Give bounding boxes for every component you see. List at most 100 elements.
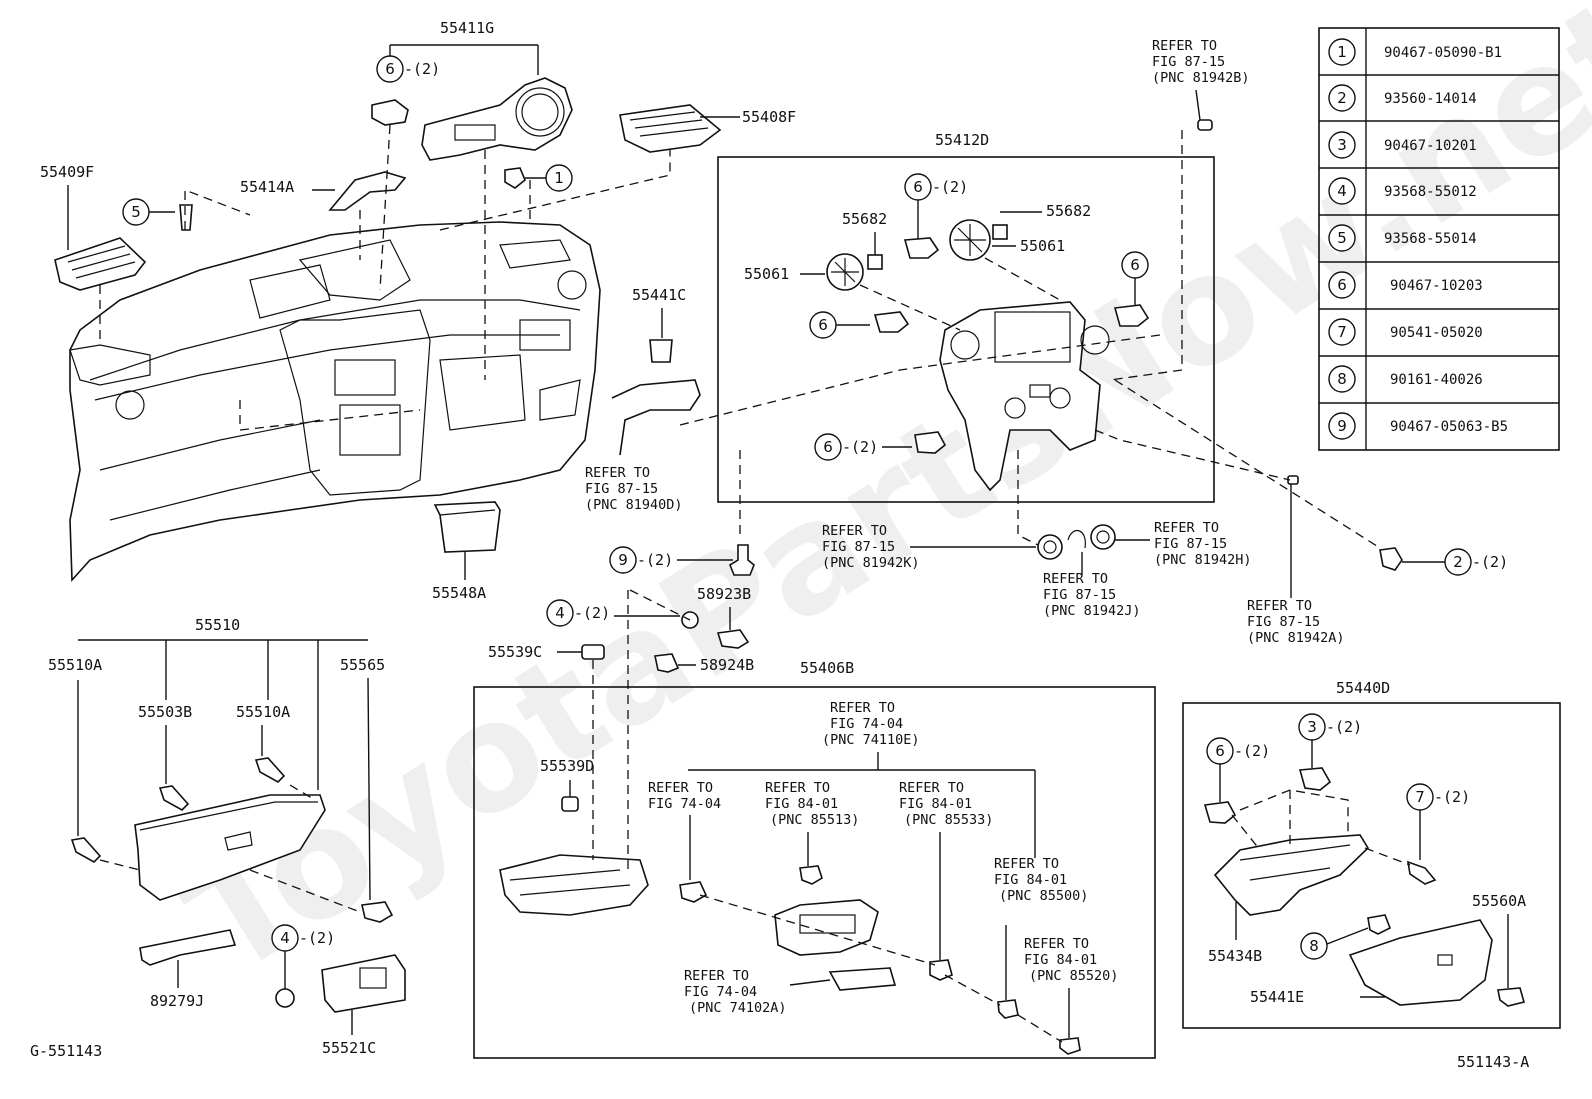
refer-line: FIG 74-04 bbox=[648, 796, 721, 812]
legend-part-number: 90467-05063-B5 bbox=[1390, 419, 1508, 435]
legend-row: 4 93568-55012 bbox=[1328, 177, 1477, 205]
callout-number: 3 bbox=[1307, 718, 1317, 736]
part-label: 55409F bbox=[40, 163, 94, 181]
part-label: 55441E bbox=[1250, 988, 1304, 1006]
part-55440D-group: 55440D 3 -(2) 6 -(2) 7 -(2) 55434B 8 554… bbox=[1182, 679, 1561, 1071]
refer-line: FIG 74-04 bbox=[830, 716, 903, 732]
qty-label: -(2) bbox=[1234, 742, 1270, 760]
refer-line: FIG 87-15 bbox=[1154, 536, 1227, 552]
refer-line: FIG 87-15 bbox=[822, 539, 895, 555]
drawing-id-alt: 551143-A bbox=[1457, 1053, 1529, 1071]
legend-table: 1 90467-05090-B1 2 93560-14014 3 90467-1… bbox=[1318, 27, 1560, 451]
callout-number: 9 bbox=[618, 551, 628, 569]
refer-line: FIG 84-01 bbox=[765, 796, 838, 812]
refer-line: (PNC 81940D) bbox=[585, 497, 683, 513]
callout-number: 6 bbox=[1215, 742, 1225, 760]
refer-81940D: 55441C REFER TO FIG 87-15 (PNC 81940D) bbox=[585, 286, 701, 513]
part-label: 55510A bbox=[48, 656, 102, 674]
part-55414A: 55414A bbox=[240, 171, 407, 211]
callout-number: 6 bbox=[823, 438, 833, 456]
callout-number: 4 bbox=[555, 604, 565, 622]
legend-number: 9 bbox=[1337, 417, 1347, 435]
qty-label: -(2) bbox=[1326, 718, 1362, 736]
legend-number: 1 bbox=[1337, 43, 1347, 61]
part-label: 55406B bbox=[800, 659, 854, 677]
refer-81942-group: REFER TO FIG 87-15 (PNC 81942K) REFER TO… bbox=[822, 520, 1252, 619]
legend-row: 2 93560-14014 bbox=[1328, 84, 1477, 112]
refer-line: (PNC 81942K) bbox=[822, 555, 920, 571]
part-55408F: 55408F bbox=[619, 104, 796, 153]
refer-line: (PNC 74102A) bbox=[689, 1000, 787, 1016]
callout-number: 5 bbox=[131, 203, 141, 221]
callout-number: 4 bbox=[280, 929, 290, 947]
legend-row: 9 90467-05063-B5 bbox=[1328, 412, 1508, 440]
refer-81942B: REFER TO FIG 87-15 (PNC 81942B) bbox=[1152, 38, 1250, 131]
part-label: 55682 bbox=[1046, 202, 1091, 220]
part-55409F: 55409F 5 bbox=[40, 163, 193, 291]
refer-line: REFER TO bbox=[822, 523, 887, 539]
refer-line: (PNC 85533) bbox=[904, 812, 993, 828]
refer-line: REFER TO bbox=[1024, 936, 1089, 952]
refer-line: (PNC 81942J) bbox=[1043, 603, 1141, 619]
refer-line: REFER TO bbox=[994, 856, 1059, 872]
refer-line: REFER TO bbox=[648, 780, 713, 796]
legend-part-number: 90541-05020 bbox=[1390, 325, 1483, 341]
qty-label: -(2) bbox=[1434, 788, 1470, 806]
part-label: 55434B bbox=[1208, 947, 1262, 965]
part-label: 55539D bbox=[540, 757, 594, 775]
refer-line: (PNC 85500) bbox=[999, 888, 1088, 904]
part-label: 55548A bbox=[432, 584, 486, 602]
callout-number: 6 bbox=[818, 316, 828, 334]
legend-number: 4 bbox=[1337, 182, 1347, 200]
part-fasteners-center: 9 -(2) 4 -(2) 58923B 58924B 55539C bbox=[488, 544, 755, 674]
part-label: 89279J bbox=[150, 992, 204, 1010]
legend-part-number: 90467-05090-B1 bbox=[1384, 45, 1502, 61]
qty-label: -(2) bbox=[1472, 553, 1508, 571]
refer-line: (PNC 74110E) bbox=[822, 732, 920, 748]
legend-part-number: 90467-10201 bbox=[1384, 138, 1477, 154]
refer-line: REFER TO bbox=[585, 465, 650, 481]
qty-label: -(2) bbox=[842, 438, 878, 456]
refer-line: REFER TO bbox=[830, 700, 895, 716]
refer-line: FIG 87-15 bbox=[1247, 614, 1320, 630]
part-label: 58924B bbox=[700, 656, 754, 674]
part-label: 55560A bbox=[1472, 892, 1526, 910]
qty-label: -(2) bbox=[574, 604, 610, 622]
refer-line: FIG 87-15 bbox=[1152, 54, 1225, 70]
callout-number: 6 bbox=[385, 60, 395, 78]
part-label: 55510A bbox=[236, 703, 290, 721]
refer-line: (PNC 81942B) bbox=[1152, 70, 1250, 86]
refer-line: FIG 84-01 bbox=[1024, 952, 1097, 968]
part-label: 55408F bbox=[742, 108, 796, 126]
legend-number: 3 bbox=[1337, 136, 1347, 154]
part-55548A: 55548A bbox=[432, 501, 501, 602]
part-55411G: 55411G 6 -(2) 1 bbox=[371, 19, 573, 192]
part-label: 58923B bbox=[697, 585, 751, 603]
callout-number: 6 bbox=[1130, 256, 1140, 274]
part-55406B-group: 55406B REFER TO FIG 74-04 (PNC 74110E) 5… bbox=[473, 659, 1156, 1059]
part-label: 55503B bbox=[138, 703, 192, 721]
refer-line: (PNC 81942A) bbox=[1247, 630, 1345, 646]
legend-part-number: 93560-14014 bbox=[1384, 91, 1477, 107]
refer-line: FIG 84-01 bbox=[899, 796, 972, 812]
refer-line: REFER TO bbox=[1152, 38, 1217, 54]
part-55510-group: 55510 55510A 55503B 55510A 55565 89279J … bbox=[30, 616, 406, 1060]
part-label: 55412D bbox=[935, 131, 989, 149]
legend-number: 8 bbox=[1337, 370, 1347, 388]
refer-line: REFER TO bbox=[1247, 598, 1312, 614]
part-label: 55521C bbox=[322, 1039, 376, 1057]
callout-number: 7 bbox=[1415, 788, 1425, 806]
part-label: 55411G bbox=[440, 19, 494, 37]
refer-line: REFER TO bbox=[1043, 571, 1108, 587]
watermark-text: ToyotaPartsNow.net bbox=[157, 0, 1592, 1011]
refer-line: FIG 74-04 bbox=[684, 984, 757, 1000]
refer-line: REFER TO bbox=[1154, 520, 1219, 536]
legend-number: 5 bbox=[1337, 229, 1347, 247]
part-label: 55682 bbox=[842, 210, 887, 228]
legend-row: 8 90161-40026 bbox=[1328, 365, 1483, 393]
legend-row: 5 93568-55014 bbox=[1328, 224, 1477, 252]
legend-row: 3 90467-10201 bbox=[1328, 131, 1477, 159]
legend-part-number: 93568-55012 bbox=[1384, 184, 1477, 200]
refer-81942A: REFER TO FIG 87-15 (PNC 81942A) 2 -(2) bbox=[1247, 475, 1508, 646]
part-label: 55441C bbox=[632, 286, 686, 304]
